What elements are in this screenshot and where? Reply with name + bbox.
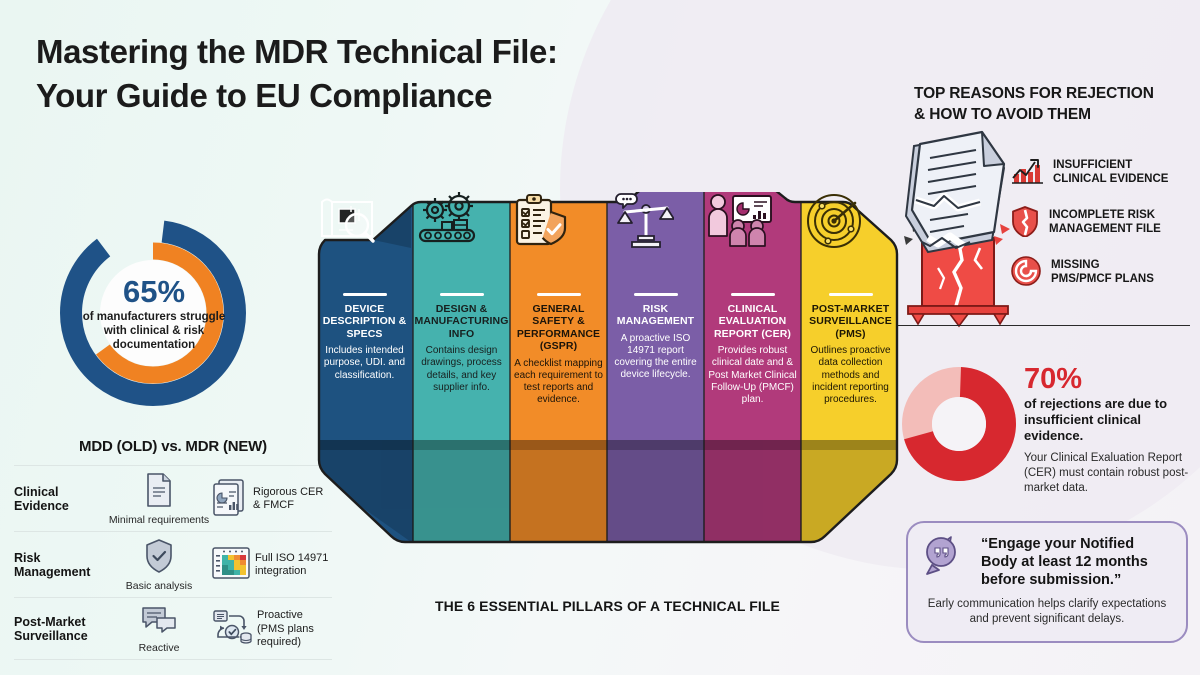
comparison-old-cell: Basic analysis [107,538,211,592]
rejection-title-line-2: & HOW TO AVOID THEM [914,105,1091,123]
report-chart-icon [211,477,249,522]
comparison-old-label: Basic analysis [125,580,193,593]
rejection-rate-sub: Your Clinical Exaluation Report (CER) mu… [1024,452,1189,494]
quote-text: “Engage your Notified Body at least 12 m… [981,536,1148,589]
rejection-rate-stat: 70% of rejections are due to insufficien… [900,362,1192,494]
pillar-band-2[interactable] [413,192,510,584]
rejection-section-title: TOP REASONS FOR REJECTION & HOW TO AVOID… [914,84,1186,126]
comparison-new-cell: Full ISO 14971 integration [211,545,329,586]
shield-check-icon [143,538,175,579]
page-title: Mastering the MDR Technical File: Your G… [36,30,676,117]
pillar-band-4[interactable] [607,192,704,584]
six-pillars-diagram: DEVICE DESCRIPTION & SPECS Includes inte… [315,192,900,584]
donut-hole [932,397,986,451]
table-row: Post-Market Surveillance Reactive Proact… [14,597,332,661]
comparison-new-label: Full ISO 14971 integration [255,551,329,578]
bar-chart-trend-icon [1010,156,1044,191]
rejection-rate-percent: 70% [1024,363,1083,395]
title-line-1: Mastering the MDR Technical File: [36,33,558,70]
mdd-vs-mdr-comparison: MDD (OLD) vs. MDR (NEW) Clinical Evidenc… [14,438,332,661]
donut-inner-arc [82,242,224,384]
comparison-new-label: Proactive (PMS plans required) [257,609,314,648]
document-icon [144,472,174,513]
pillars-shape [317,192,899,584]
title-line-2: Your Guide to EU Compliance [36,76,493,114]
torn-document-cracked-block-icon [898,128,1018,333]
donut-caption: of manufacturers struggle with clinical … [82,310,226,351]
comparison-new-cell: Rigorous CER & FMCF [211,477,329,522]
spiral-target-icon [1010,255,1042,292]
manufacturers-struggle-donut: 65% of manufacturers struggle with clini… [46,218,261,408]
pillar-band-5[interactable] [704,192,801,584]
rejection-rate-text: 70% of rejections are due to insufficien… [1024,364,1196,496]
cracked-shield-icon [1010,205,1040,242]
donut-center-label: 65% of manufacturers struggle with clini… [80,248,228,380]
comparison-category: Post-Market Surveillance [14,614,88,644]
comparison-category: Clinical Evidence [14,484,69,514]
risk-matrix-icon [211,545,251,586]
process-loop-icon [211,608,253,651]
table-row: Risk Management Basic analysis Full ISO … [14,531,332,597]
pillar-band-3[interactable] [510,192,607,584]
donut-chart-70 [902,367,1016,481]
quote-bubble-icon [922,535,972,584]
comparison-old-cell: Reactive [107,604,211,654]
comparison-category: Risk Management [14,550,91,580]
comparison-new-cell: Proactive (PMS plans required) [211,608,329,651]
donut-outer-ring [60,220,246,406]
donut-hole [100,260,206,366]
advice-quote-card: “Engage your Notified Body at least 12 m… [906,521,1188,643]
donut-chart-65 [60,220,246,406]
comparison-old-label: Minimal requirements [108,514,210,526]
quote-subtext: Early communication helps clarify expect… [927,598,1167,626]
pillars-caption: THE 6 ESSENTIAL PILLARS OF A TECHNICAL F… [435,598,780,614]
speech-bubbles-icon [140,604,178,641]
comparison-new-label: Rigorous CER & FMCF [253,485,324,512]
comparison-title: MDD (OLD) vs. MDR (NEW) [79,438,267,455]
comparison-old-cell: Minimal requirements [107,472,211,526]
section-divider [898,325,1190,326]
donut-percent-value: 65% [122,273,186,309]
rejection-rate-lead: of rejections are due to insufficient cl… [1024,396,1168,444]
table-row: Clinical Evidence Minimal requirements R… [14,465,332,531]
rejection-title-line-1: TOP REASONS FOR REJECTION [914,85,1154,102]
comparison-old-label: Reactive [138,642,180,655]
quote-top-row: “Engage your Notified Body at least 12 m… [922,535,1172,589]
